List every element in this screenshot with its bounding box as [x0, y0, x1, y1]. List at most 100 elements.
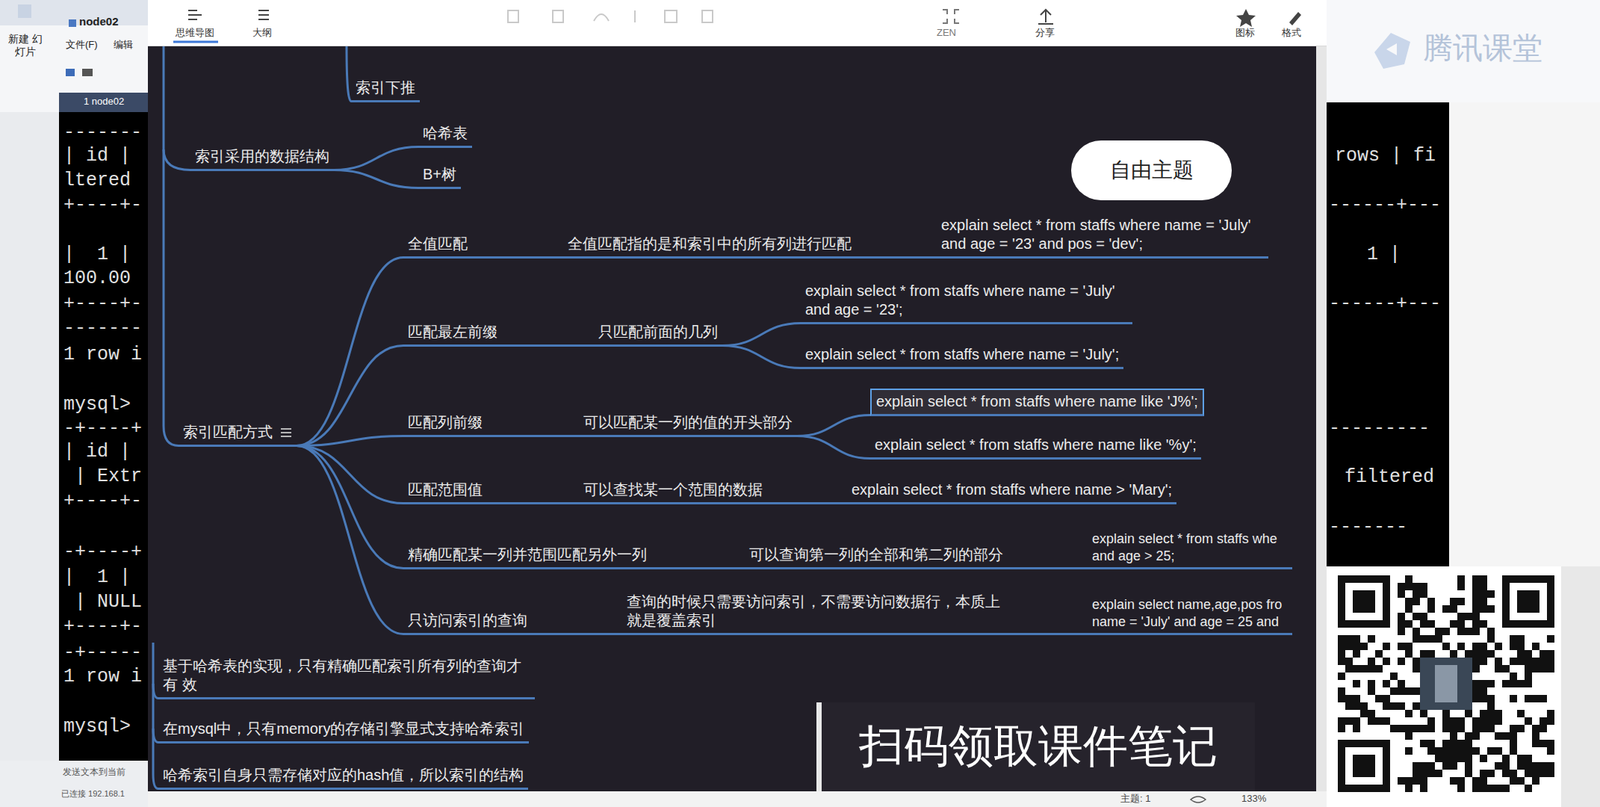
- qr-module: [1487, 717, 1495, 725]
- banner-box: 扫码领取课件笔记: [816, 702, 1255, 792]
- qr-module: [1390, 672, 1398, 680]
- qr-module: [1457, 754, 1465, 762]
- qr-module: [1457, 776, 1465, 785]
- qr-module: [1546, 739, 1555, 747]
- qr-module: [1502, 619, 1510, 628]
- qr-module: [1405, 597, 1413, 606]
- topic-text: 匹配最左前缀: [407, 322, 498, 342]
- terminal-line: -------: [1328, 516, 1408, 539]
- qr-module: [1479, 694, 1488, 703]
- qr-module: [1337, 717, 1346, 725]
- qr-module: [1524, 672, 1533, 680]
- qr-module: [1337, 619, 1346, 628]
- terminal-line: -+----+: [63, 417, 142, 440]
- topic-text: 可以匹配某一列的值的开头部分: [583, 413, 793, 432]
- qr-module: [1532, 575, 1540, 583]
- mindmap-topic: explain select * from staffs where name …: [847, 478, 1177, 505]
- qr-module: [1352, 590, 1361, 598]
- mindmap-topic: 索引匹配方式: [178, 420, 297, 447]
- qr-module: [1464, 709, 1473, 718]
- qr-module: [1360, 619, 1368, 628]
- terminal-line: mysql>: [63, 715, 131, 739]
- qr-module: [1382, 657, 1391, 665]
- terminal-line: +----+-: [63, 490, 142, 513]
- qr-module: [1479, 642, 1488, 650]
- qr-module: [1345, 702, 1353, 710]
- qr-module: [1442, 717, 1450, 725]
- qr-module: [1382, 679, 1391, 688]
- qr-module: [1427, 761, 1435, 770]
- qr-module: [1532, 776, 1540, 785]
- qr-module: [1352, 769, 1361, 777]
- qr-module: [1464, 739, 1473, 747]
- qr-module: [1412, 590, 1420, 598]
- qr-module: [1375, 739, 1383, 747]
- terminal-line: +----+-: [63, 615, 142, 638]
- qr-module: [1337, 769, 1346, 777]
- qr-module: [1502, 582, 1510, 591]
- qr-module: [1487, 702, 1495, 710]
- qr-module: [1546, 746, 1555, 755]
- qr-module: [1524, 754, 1533, 762]
- branch-line: [501, 344, 594, 347]
- tab-icon: [68, 19, 77, 27]
- qr-module: [1375, 784, 1383, 792]
- qr-module: [1509, 769, 1518, 777]
- qr-module: [1419, 784, 1428, 792]
- status-text: 已连接 192.168.1: [61, 788, 125, 799]
- qr-module: [1494, 761, 1503, 770]
- topic-text: 在mysql中，只有memory的存储引擎显式支持哈希索引: [162, 719, 525, 739]
- qr-module: [1345, 634, 1353, 643]
- qr-module: [1382, 597, 1391, 606]
- qr-module: [1472, 649, 1480, 658]
- qr-module: [1472, 619, 1480, 628]
- qr-module: [1479, 687, 1488, 695]
- floating-topic: 自由主题: [1071, 140, 1232, 201]
- qr-module: [1442, 761, 1450, 770]
- qr-module: [1532, 657, 1540, 665]
- qr-module: [1509, 657, 1518, 665]
- qr-module: [1517, 642, 1525, 650]
- status-text: 主题: 1: [1120, 792, 1151, 805]
- qr-module: [1397, 582, 1406, 591]
- qr-module: [1509, 634, 1518, 643]
- qr-module: [1412, 597, 1420, 606]
- qr-module: [1457, 784, 1465, 792]
- qr-module: [1434, 746, 1443, 755]
- qr-module: [1352, 784, 1361, 792]
- qr-module: [1502, 679, 1510, 688]
- qr-module: [1472, 657, 1480, 665]
- toolbar-label: 图标: [1235, 26, 1255, 39]
- qr-module: [1546, 597, 1555, 606]
- branch-line: [651, 566, 745, 570]
- terminal-line: ------+---: [1328, 194, 1441, 217]
- mindmap-topic: 查询的时候只需要访问索引，不需要访问数据行，本质上 就是覆盖索引: [622, 590, 1014, 635]
- qr-module: [1427, 724, 1435, 733]
- terminal-line: 1 row i: [63, 665, 142, 688]
- qr-module: [1487, 784, 1495, 792]
- qr-module: [1449, 717, 1458, 725]
- qr-module: [1479, 709, 1488, 718]
- qr-module: [1367, 590, 1376, 598]
- terminal-line: filtered: [1344, 466, 1435, 489]
- qr-module: [1419, 619, 1428, 628]
- qr-module: [1524, 664, 1533, 673]
- branch-line: [296, 445, 404, 635]
- qr-module: [1360, 709, 1368, 718]
- qr-module: [1360, 590, 1368, 598]
- qr-module: [1427, 597, 1435, 606]
- qr-module: [1487, 634, 1495, 643]
- qr-module: [1464, 627, 1473, 635]
- qr-module: [1479, 605, 1488, 613]
- branch-line: [797, 436, 871, 459]
- qr-module: [1412, 761, 1420, 770]
- qr-module: [1457, 575, 1465, 583]
- qr-module: [1352, 597, 1361, 606]
- qr-module: [1397, 627, 1406, 635]
- app-ribbon: [0, 0, 148, 113]
- qr-module: [1487, 709, 1495, 718]
- qr-module: [1524, 761, 1533, 770]
- ribbon-icon: [17, 4, 32, 18]
- qr-module: [1360, 702, 1368, 710]
